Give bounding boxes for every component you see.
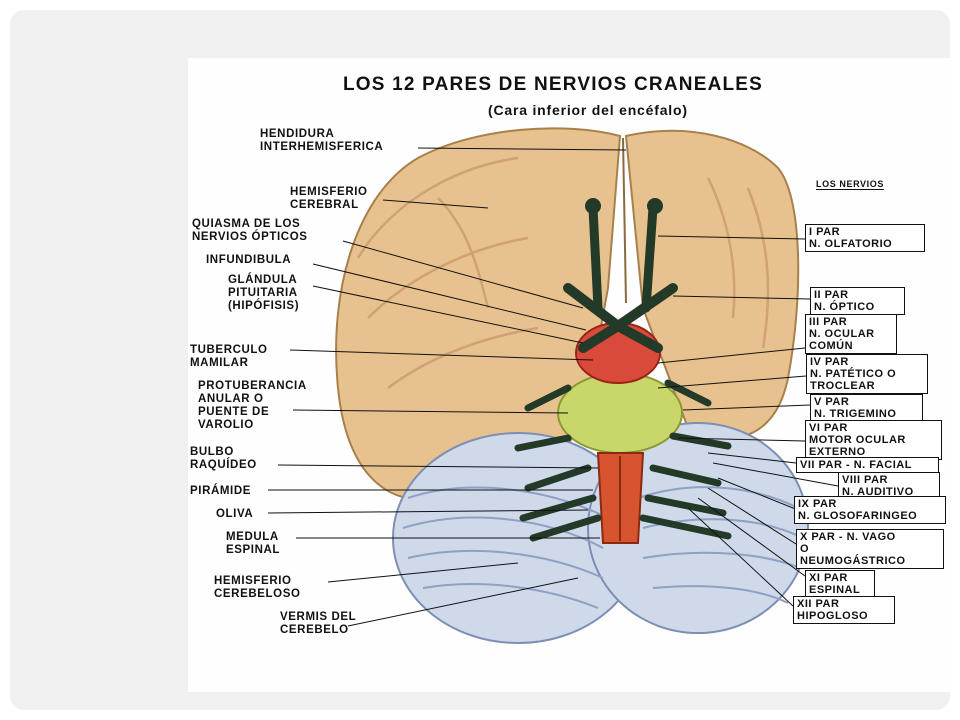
brain-shading — [356, 156, 770, 390]
label-bulbo-raquideo: BULBO RAQUÍDEO — [190, 446, 257, 471]
label-piramide: PIRÁMIDE — [190, 485, 252, 497]
label-protuberancia: PROTUBERANCIA ANULAR O PUENTE DE VAROLIO — [198, 380, 307, 431]
nerve-box-iv: IV PAR N. PATÉTICO O TROCLEAR — [806, 354, 928, 394]
label-medula-espinal: MEDULA ESPINAL — [226, 531, 281, 556]
label-oliva: OLIVA — [216, 508, 254, 520]
brain-illustration — [267, 127, 839, 644]
nerve-box-iii: III PAR N. OCULAR COMÚN — [805, 314, 897, 354]
nerve-box-xii: XII PAR HIPOGLOSO — [793, 596, 895, 624]
cranial-nerves-figure: LOS 12 PARES DE NERVIOS CRANEALES (Cara … — [188, 58, 950, 692]
nerve-box-vii: VII PAR - N. FACIAL — [796, 457, 939, 473]
nerve-box-x: X PAR - N. VAGO O NEUMOGÁSTRICO — [796, 529, 944, 569]
leader-lines — [267, 147, 839, 627]
label-tuberculo-mamilar: TUBERCULO MAMILAR — [190, 344, 268, 369]
cerebellum-folia — [402, 486, 804, 609]
cranial-nerve-roots — [514, 379, 732, 542]
nerve-box-i: I PAR N. OLFATORIO — [805, 224, 925, 252]
nerve-box-ix: IX PAR N. GLOSOFARINGEO — [794, 496, 946, 524]
label-infundibula: INFUNDIBULA — [206, 254, 292, 266]
label-quiasma: QUIASMA DE LOS NERVIOS ÓPTICOS — [192, 218, 308, 243]
pons — [557, 372, 683, 454]
nerve-box-xi: XI PAR ESPINAL — [805, 570, 875, 598]
nerve-box-ii: II PAR N. ÓPTICO — [810, 287, 905, 315]
nerve-box-v: V PAR N. TRIGEMINO — [810, 394, 923, 422]
optic-chiasm — [563, 283, 678, 353]
label-vermis: VERMIS DEL CEREBELO — [280, 611, 357, 636]
nerves-section-label: LOS NERVIOS — [816, 179, 884, 190]
label-hemisferio-cerebral: HEMISFERIO CEREBRAL — [290, 186, 368, 211]
nerve-box-vi: VI PAR MOTOR OCULAR EXTERNO — [805, 420, 942, 460]
diagram-subtitle: (Cara inferior del encéfalo) — [488, 102, 688, 118]
label-hemisferio-cerebeloso: HEMISFERIO CEREBELOSO — [214, 575, 301, 600]
olfactory-tracts — [588, 203, 658, 313]
nerve-box-viii: VIII PAR N. AUDITIVO — [838, 472, 940, 500]
label-glandula-pituitaria: GLÁNDULA PITUITARIA (HIPÓFISIS) — [228, 274, 300, 312]
diagram-title: LOS 12 PARES DE NERVIOS CRANEALES — [343, 74, 764, 95]
label-hendidura: HENDIDURA INTERHEMISFERICA — [260, 128, 384, 153]
